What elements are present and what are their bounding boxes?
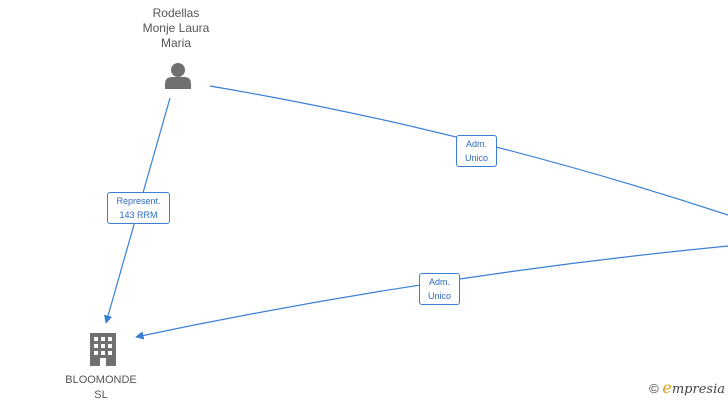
edge-label-line: Adm. <box>428 277 450 287</box>
edge-label-represent[interactable]: Represent. 143 RRM <box>107 192 170 224</box>
edge-label-line: Adm. <box>465 139 487 149</box>
edge-label-adm-bottom[interactable]: Adm. Unico <box>419 273 460 305</box>
person-node-label[interactable]: Rodellas Monje Laura Maria <box>142 6 210 50</box>
edge-label-line: Represent. <box>116 196 161 206</box>
edge-label-line: 143 RRM <box>119 210 158 220</box>
edge-label-adm-top[interactable]: Adm. Unico <box>456 135 497 167</box>
brand-initial: e <box>662 378 672 397</box>
copyright-icon: © <box>649 381 659 396</box>
brand-name: mpresia <box>671 382 725 397</box>
person-icon[interactable] <box>165 63 191 89</box>
building-icon[interactable] <box>90 333 116 366</box>
company-node-label[interactable]: BLOOMONDE SL <box>65 374 137 401</box>
brand-watermark: © empresia <box>649 378 725 397</box>
edge-label-line: Unico <box>464 153 488 163</box>
edge-label-line: Unico <box>427 291 451 301</box>
